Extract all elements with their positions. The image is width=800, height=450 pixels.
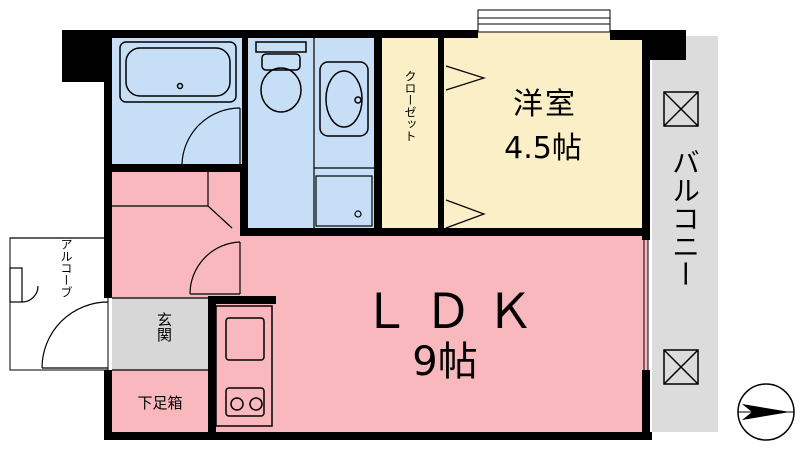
thin-walls bbox=[112, 36, 374, 371]
entrance-door bbox=[41, 301, 109, 369]
western-room-area bbox=[442, 32, 642, 232]
balcony-door bbox=[643, 240, 649, 370]
north-arrow-icon bbox=[737, 383, 795, 441]
shoe-box-label: 下足箱 bbox=[137, 394, 183, 412]
alcove-gate bbox=[9, 237, 108, 303]
balcony-label: バルコニー bbox=[668, 148, 701, 288]
interior-walls bbox=[112, 36, 650, 436]
bathroom-area bbox=[112, 36, 248, 170]
wash-basin bbox=[319, 61, 369, 137]
balcony-ac-units bbox=[663, 91, 699, 385]
closet-label: クローゼット bbox=[403, 70, 417, 142]
ldk-size: 9帖 bbox=[412, 339, 478, 385]
alcove-label: アルコーブ bbox=[59, 238, 73, 298]
outer-walls bbox=[62, 30, 686, 440]
bathtub bbox=[119, 41, 237, 103]
western-room-window bbox=[477, 9, 611, 33]
bathroom-door bbox=[181, 107, 241, 165]
ldk-name: ＬＤＫ bbox=[361, 284, 548, 340]
entrance-area bbox=[112, 298, 210, 370]
western-room-size: 4.5帖 bbox=[504, 131, 582, 166]
western-room-name: 洋室 bbox=[513, 87, 577, 122]
hallway-door bbox=[189, 241, 241, 295]
closet-door bbox=[445, 65, 486, 229]
toilet-washroom-area bbox=[248, 36, 378, 232]
kitchen-counter bbox=[215, 305, 273, 427]
closet-area bbox=[378, 36, 442, 232]
shoe-box-area bbox=[112, 370, 210, 436]
entrance-label: 玄関 bbox=[155, 312, 173, 342]
washroom-door bbox=[316, 228, 374, 234]
toilet bbox=[255, 41, 307, 113]
washer-space bbox=[315, 175, 373, 227]
balcony-area bbox=[652, 36, 718, 432]
